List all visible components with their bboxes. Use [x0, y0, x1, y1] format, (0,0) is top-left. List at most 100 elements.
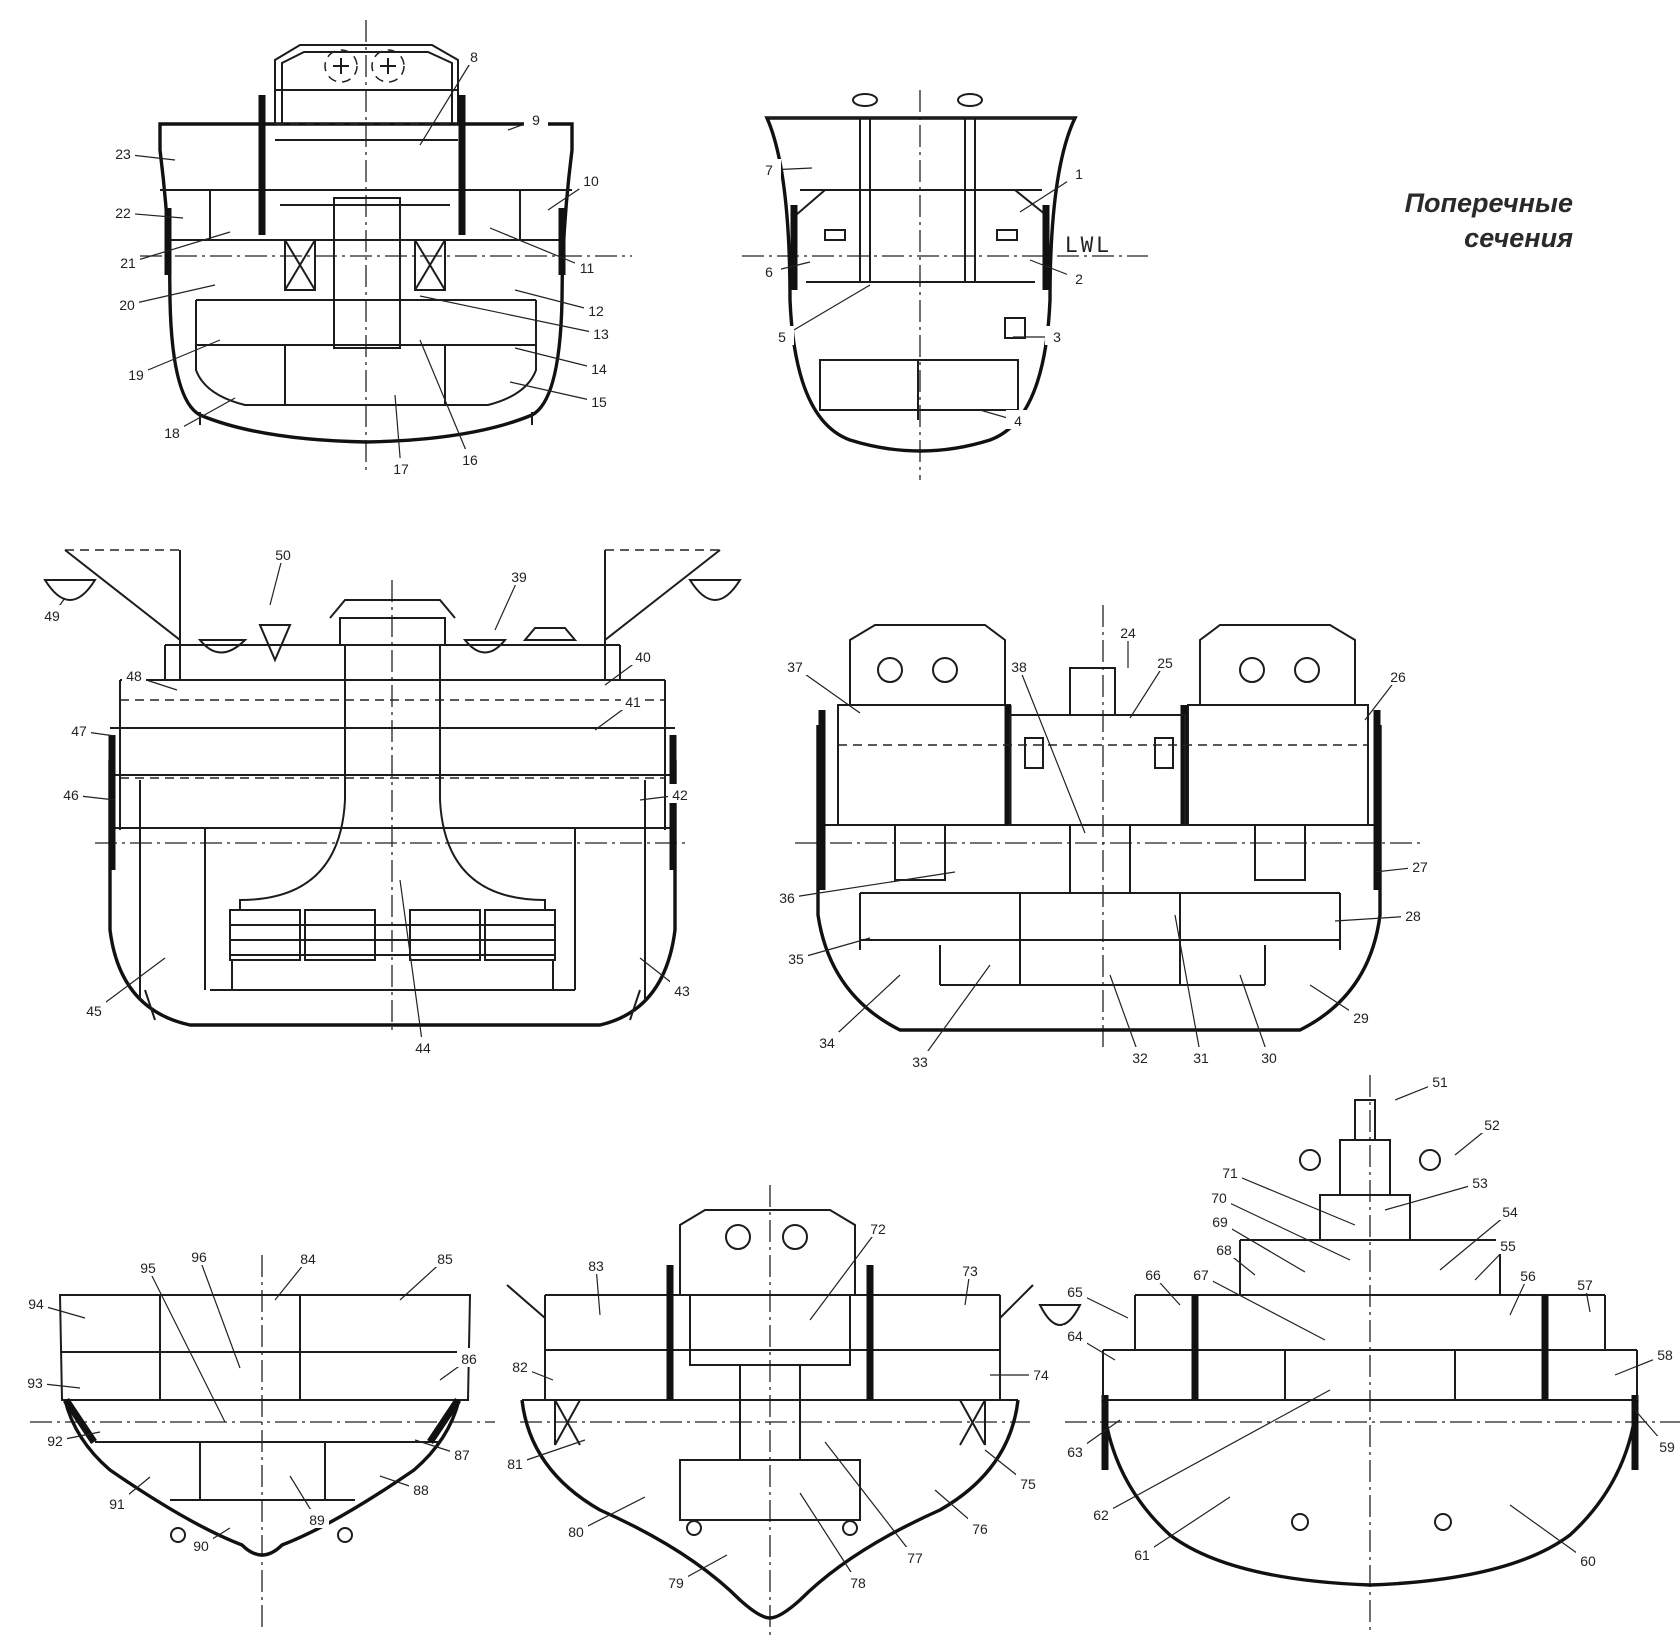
callout-number: 58 [1657, 1347, 1673, 1363]
leader-line [1109, 974, 1141, 1059]
callout-background [757, 261, 781, 280]
callout-background [1498, 1201, 1522, 1220]
callout-number: 27 [1412, 859, 1428, 875]
callout-background [433, 1248, 457, 1267]
callout-background [1218, 1162, 1242, 1181]
callout-number: 79 [668, 1575, 684, 1591]
callout-background [575, 257, 599, 276]
callout-background [1496, 1235, 1520, 1254]
callout-number: 22 [115, 205, 131, 221]
callout-background [1029, 1364, 1053, 1383]
callout-background [189, 1535, 213, 1554]
callout-number: 5 [778, 329, 786, 345]
callout-number: 45 [86, 1003, 102, 1019]
callout-background [1006, 410, 1030, 429]
callout-background [866, 1218, 890, 1237]
callout-number: 9 [532, 112, 540, 128]
callout-background [122, 665, 146, 684]
callout-background [1045, 326, 1069, 345]
callout-background [450, 1444, 474, 1463]
callout-background [1063, 1441, 1087, 1460]
callout-number: 83 [588, 1258, 604, 1274]
callout-background [508, 1356, 532, 1375]
callout-number: 61 [1134, 1547, 1150, 1563]
callout-number: 18 [164, 425, 180, 441]
callout-background [1349, 1007, 1373, 1026]
callout-number: 77 [907, 1550, 923, 1566]
callout-number: 17 [393, 461, 409, 477]
callout-background [1468, 1172, 1492, 1191]
callout-number: 91 [109, 1496, 125, 1512]
callout-background [664, 1572, 688, 1591]
callout-background [43, 1430, 67, 1449]
leader-line [1174, 914, 1202, 1059]
callout-number: 19 [128, 367, 144, 383]
callout-background [503, 1453, 527, 1472]
callout-number: 69 [1212, 1214, 1228, 1230]
callout-background [1153, 652, 1177, 671]
leader-line [494, 576, 520, 631]
callout-background [1067, 163, 1091, 182]
callout-number: 43 [674, 983, 690, 999]
callout-number: 64 [1067, 1328, 1083, 1344]
callout-number: 46 [63, 787, 79, 803]
callout-number: 8 [470, 49, 478, 65]
leader-line [1018, 666, 1086, 834]
callout-number: 86 [461, 1351, 477, 1367]
callout-number: 78 [850, 1575, 866, 1591]
section-f [506, 1185, 1082, 1635]
callout-background [457, 1348, 481, 1367]
callout-background [1573, 1274, 1597, 1293]
callout-number: 30 [1261, 1050, 1277, 1066]
callout-number: 14 [591, 361, 607, 377]
callout-background [968, 1518, 992, 1537]
leader-line [919, 964, 991, 1063]
callout-number: 25 [1157, 655, 1173, 671]
callout-number: 13 [593, 326, 609, 342]
callout-number: 76 [972, 1521, 988, 1537]
callout-background [1428, 1071, 1452, 1090]
callout-number: 3 [1053, 329, 1061, 345]
callout-background [116, 252, 140, 271]
callout-background [579, 170, 603, 189]
callout-background [621, 691, 645, 710]
leader-line [826, 974, 901, 1044]
callout-number: 95 [140, 1260, 156, 1276]
leader-line [489, 227, 588, 269]
callout-number: 89 [309, 1512, 325, 1528]
callout-background [903, 1547, 927, 1566]
callout-background [1189, 1264, 1213, 1283]
callout-number: 4 [1014, 413, 1022, 429]
callout-background [271, 544, 295, 563]
leader-line [269, 554, 284, 606]
callout-number: 73 [962, 1263, 978, 1279]
callout-number: 74 [1033, 1367, 1049, 1383]
callout-number: 2 [1075, 271, 1083, 287]
callout-number: 54 [1502, 1204, 1518, 1220]
callout-number: 81 [507, 1456, 523, 1472]
callout-number: 1 [1075, 166, 1083, 182]
callout-background [1653, 1344, 1677, 1363]
leader-line [1334, 915, 1414, 922]
callout-background [1007, 656, 1031, 675]
callout-number: 66 [1145, 1267, 1161, 1283]
callout-background [1063, 1325, 1087, 1344]
leader-line [127, 231, 231, 264]
callout-background [815, 1032, 839, 1051]
callout-background [668, 784, 692, 803]
callout-background [59, 784, 83, 803]
leader-line [1100, 1389, 1331, 1516]
callout-background [1257, 1047, 1281, 1066]
callout-number: 32 [1132, 1050, 1148, 1066]
callout-number: 65 [1067, 1284, 1083, 1300]
callout-number: 88 [413, 1482, 429, 1498]
callout-labels: 1234567891011121314151617181920212223242… [23, 46, 1679, 1591]
callout-number: 39 [511, 569, 527, 585]
callout-number: 56 [1520, 1268, 1536, 1284]
title-line-2: сечения [1464, 223, 1573, 253]
callout-background [105, 1493, 129, 1512]
callout-background [111, 202, 135, 221]
callout-background [1516, 1265, 1540, 1284]
callout-background [115, 294, 139, 313]
callout-background [296, 1248, 320, 1267]
